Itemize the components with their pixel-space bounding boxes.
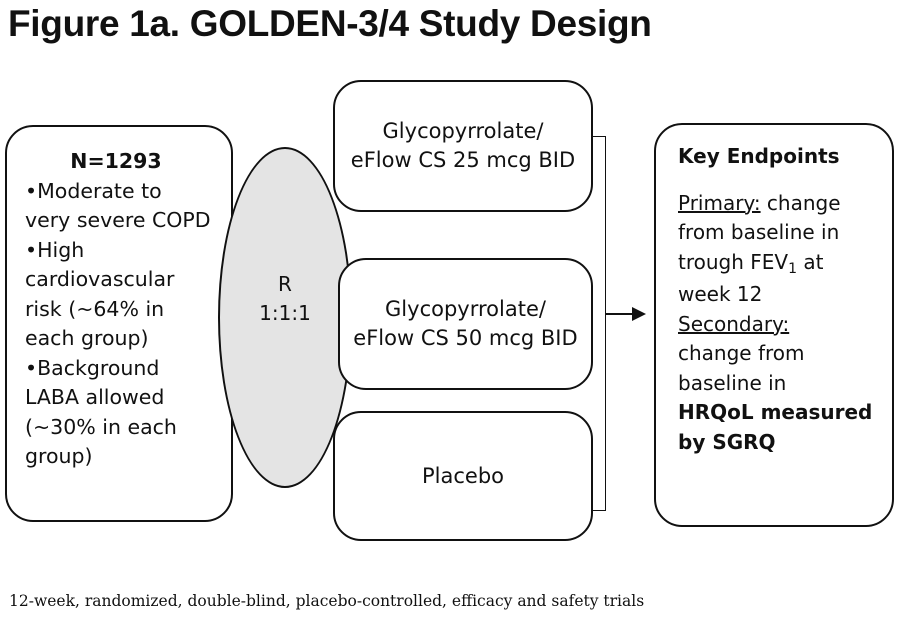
secondary-line: baseline in [678, 370, 787, 395]
criterion-line: each group) [25, 326, 149, 350]
arms-bracket [593, 136, 606, 511]
arm-line: Glycopyrrolate/ [385, 297, 546, 321]
secondary-line: change from [678, 341, 805, 365]
arm-line: Placebo [421, 463, 504, 488]
arrow-shaft [606, 313, 636, 315]
secondary-bold-line: by SGRQ [678, 429, 776, 454]
primary-at: at [803, 249, 824, 274]
criterion-line: •Moderate to [25, 178, 162, 203]
randomization-ellipse [218, 147, 352, 488]
primary-line: Primary: change [678, 189, 886, 219]
arrow-head-icon [632, 307, 646, 321]
arm-line: eFlow CS 50 mcg BID [353, 326, 578, 350]
criterion-line: (~30% in each [25, 414, 177, 439]
endpoints-box: Key Endpoints Primary: change from basel… [654, 123, 894, 527]
treatment-arm-50mcg: Glycopyrrolate/ eFlow CS 50 mcg BID [338, 258, 593, 390]
randomization-ratio: 1:1:1 [259, 301, 311, 325]
criterion-line: risk (~64% in [25, 296, 165, 321]
primary-label: Primary: [678, 190, 761, 215]
fev-label: trough FEV [678, 249, 789, 274]
criterion-line: very severe COPD [25, 208, 211, 232]
primary-line: week 12 [678, 282, 763, 306]
fev-subscript: 1 [788, 260, 798, 277]
randomization-label: R 1:1:1 [218, 270, 352, 328]
primary-line: trough FEV1 at [678, 248, 886, 281]
primary-text: change [760, 190, 841, 215]
criterion-line: •Background [25, 355, 160, 380]
arm-line: Glycopyrrolate/ [382, 119, 544, 143]
figure-title: Figure 1a. GOLDEN-3/4 Study Design [8, 3, 652, 44]
arm-line: eFlow CS 25 mcg BID [350, 148, 576, 172]
endpoints-heading: Key Endpoints [678, 144, 840, 168]
footnote: 12-week, randomized, double-blind, place… [9, 592, 645, 610]
randomization-letter: R [278, 272, 292, 296]
criterion-line: group) [25, 444, 93, 468]
primary-line: from baseline in [678, 220, 840, 244]
criterion-line: LABA allowed [25, 385, 165, 409]
sample-size: N=1293 [70, 149, 162, 173]
treatment-arm-25mcg: Glycopyrrolate/ eFlow CS 25 mcg BID [333, 80, 593, 212]
secondary-label: Secondary: [678, 311, 790, 336]
criterion-line: •High [25, 237, 85, 262]
population-box: N=1293 •Moderate to very severe COPD •Hi… [5, 125, 233, 522]
secondary-bold-line: HRQoL measured [678, 400, 873, 424]
criterion-line: cardiovascular [25, 267, 175, 291]
placebo-arm: Placebo [333, 411, 593, 541]
